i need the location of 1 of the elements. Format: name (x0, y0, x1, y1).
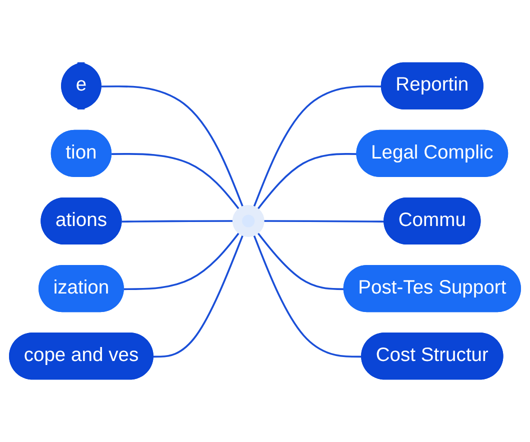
node-circle (232, 205, 264, 237)
